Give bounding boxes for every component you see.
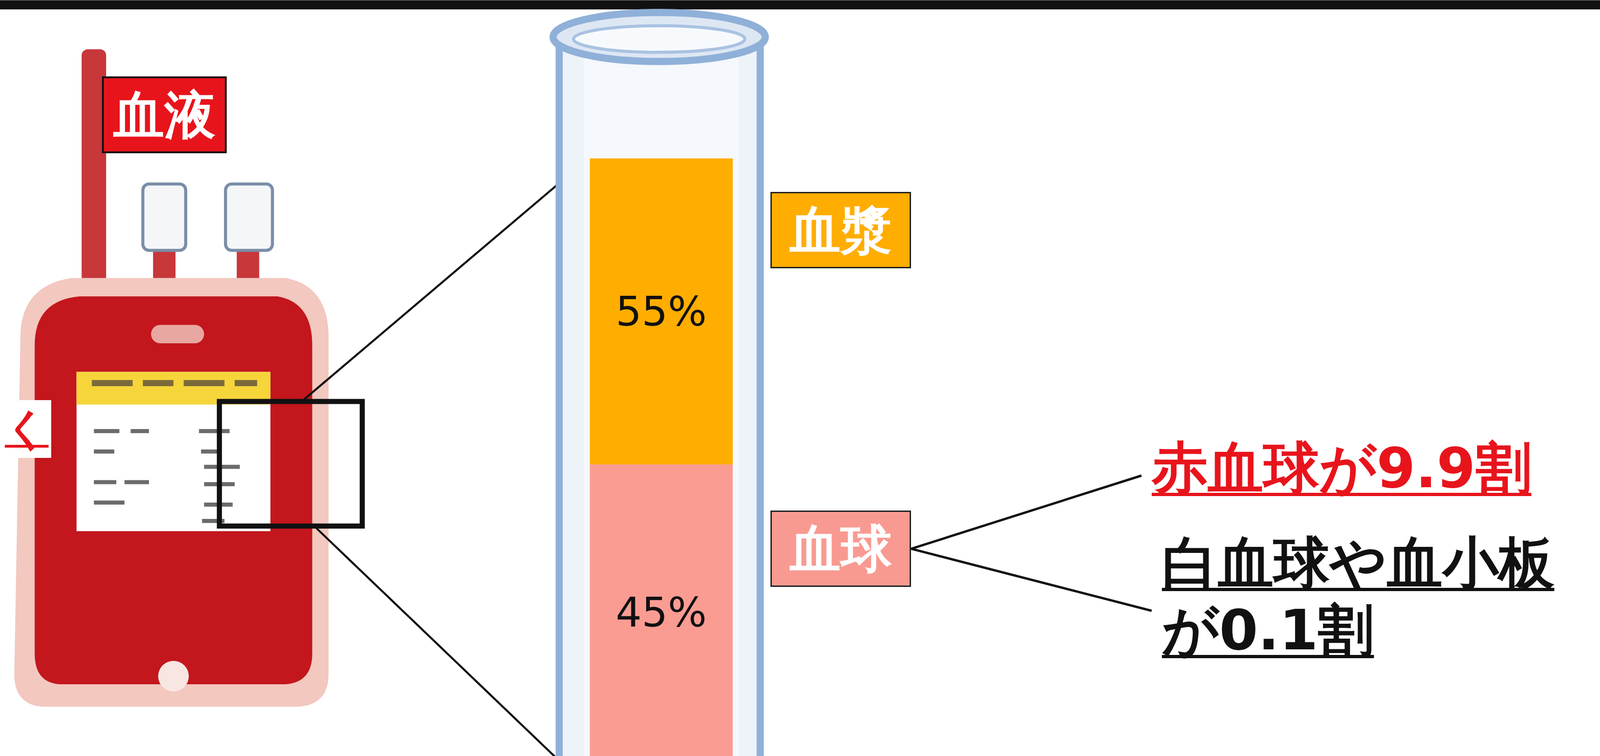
plasma-band-text: 55% <box>615 286 708 337</box>
title-box-text: 血液 <box>113 84 216 146</box>
blood-bag-part <box>76 371 271 531</box>
zoom-callout-part <box>219 401 363 526</box>
zoom-callout <box>219 161 585 756</box>
label-scribbles-part <box>130 428 149 433</box>
label-scribbles-part <box>94 479 117 485</box>
other-cell-note: 白血球や血小板が0.1割 <box>1158 525 1580 668</box>
red-cell-note-text: 赤血球が9.9割 <box>1151 434 1532 502</box>
blood-cell-box: 血球 <box>770 510 912 587</box>
red-cell-note: 赤血球が9.9割 <box>1147 430 1536 506</box>
cut-label: く <box>1 399 52 458</box>
label-scribbles-part <box>183 379 225 386</box>
blood-bag-part <box>142 183 186 250</box>
cell-band: 45% <box>589 464 733 756</box>
test-tube <box>553 12 766 756</box>
plasma-box: 血漿 <box>770 191 912 269</box>
blood-bag-part <box>158 660 190 692</box>
label-scribbles-part <box>203 464 240 469</box>
label-scribbles-part <box>94 449 115 454</box>
label-scribbles-part <box>124 479 149 485</box>
zoom-callout-part <box>303 161 585 400</box>
blood-bag-part <box>150 324 204 344</box>
top-bar <box>0 0 1600 10</box>
title-box: 血液 <box>101 76 227 153</box>
other-cell-note-text: 白血球や血小板が0.1割 <box>1161 529 1576 664</box>
label-scribbles-part <box>94 428 120 433</box>
blood-bag-part <box>225 183 273 250</box>
blood-cell-box-text: 血球 <box>789 517 892 580</box>
zoom-callout-part <box>316 527 557 756</box>
cell-band-text: 45% <box>615 587 708 637</box>
label-scribbles-part <box>91 379 133 386</box>
label-scribbles-part <box>234 379 257 386</box>
blood-bag-part <box>14 277 329 707</box>
label-scribbles-part <box>198 428 230 433</box>
leader-line <box>911 475 1142 549</box>
blood-bag <box>14 49 329 707</box>
plasma-box-text: 血漿 <box>789 199 892 261</box>
plasma-band: 55% <box>589 158 733 465</box>
leader-line <box>911 548 1152 611</box>
label-scribbles-part <box>142 379 174 386</box>
blood-bag-part <box>34 296 313 684</box>
test-tube-part <box>553 12 766 62</box>
test-tube-part <box>583 40 739 756</box>
test-tube-part <box>559 40 761 756</box>
label-scribbles-part <box>94 500 125 505</box>
test-tube-part <box>573 25 745 53</box>
